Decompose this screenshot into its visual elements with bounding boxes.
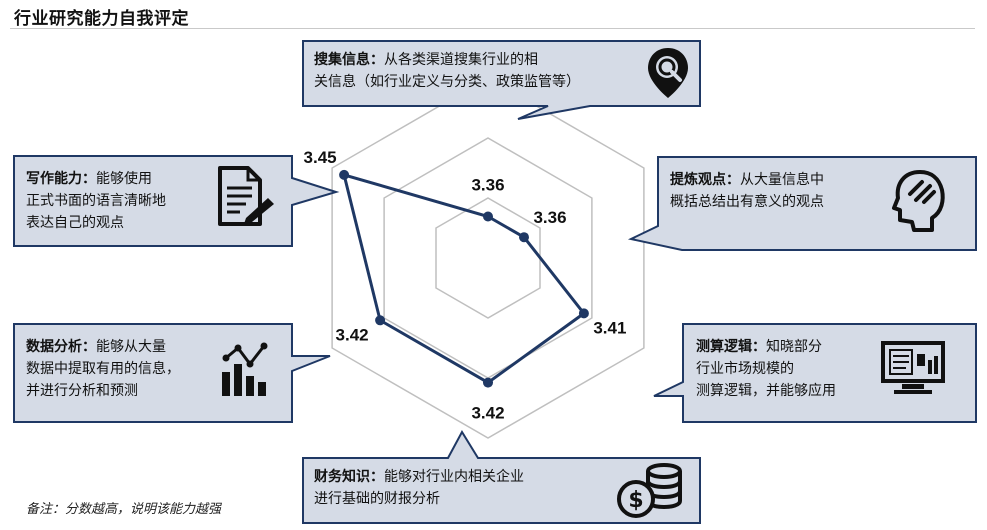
callout-data-shape	[13, 323, 331, 423]
callout-writing-head: 写作能力：	[26, 171, 96, 187]
svg-text:$: $	[628, 488, 643, 513]
bar-chart-trend-icon	[222, 342, 268, 396]
callout-finance-head: 财务知识：	[314, 469, 384, 485]
radar-point-1	[483, 211, 493, 222]
callout-data: 数据分析：能够从大量 数据中提取有用的信息， 并进行分析和预测	[26, 336, 180, 402]
callout-extract-line1: 从大量信息中	[740, 172, 824, 188]
radar-value-labels: 3.36 3.36 3.41 3.42 3.42 3.45	[304, 148, 627, 423]
callout-finance-line1: 能够对行业内相关企业	[384, 469, 524, 485]
callout-data-line2: 数据中提取有用的信息，	[26, 361, 180, 377]
callout-extract-shape	[627, 156, 977, 251]
callout-data-head: 数据分析：	[26, 339, 96, 355]
radar-value-label-2: 3.36	[533, 208, 566, 227]
callout-extract-line2: 概括总结出有意义的观点	[670, 194, 824, 210]
callout-finance-line2: 进行基础的财报分析	[314, 491, 440, 507]
radar-value-label-4: 3.42	[471, 404, 504, 423]
callout-data-line1: 能够从大量	[96, 339, 166, 355]
callout-collect-head: 搜集信息：	[314, 52, 384, 68]
callout-writing-line2: 正式书面的语言清晰地	[26, 193, 166, 209]
callout-estimate-line2: 行业市场规模的	[696, 361, 794, 377]
callout-finance-shape	[302, 429, 701, 524]
callout-collect-line1: 从各类渠道搜集行业的相	[384, 52, 538, 68]
callout-writing-line3: 表达自己的观点	[26, 215, 124, 231]
radar-point-5	[375, 315, 386, 326]
title-divider	[10, 28, 975, 29]
callout-collect-line2: 关信息（如行业定义与分类、政策监管等）	[314, 74, 580, 90]
head-thinking-icon	[892, 170, 945, 232]
radar-series	[339, 169, 589, 388]
callout-extract-head: 提炼观点：	[670, 172, 740, 188]
radar-point-2	[519, 232, 529, 243]
page-title: 行业研究能力自我评定	[14, 9, 189, 29]
coins-dollar-icon: $	[617, 463, 682, 518]
callout-collect: 搜集信息：从各类渠道搜集行业的相 关信息（如行业定义与分类、政策监管等）	[314, 49, 580, 93]
callout-estimate-line1: 知晓部分	[766, 339, 822, 355]
callout-estimate: 测算逻辑：知晓部分 行业市场规模的 测算逻辑，并能够应用	[696, 336, 836, 402]
radar-value-label-5: 3.42	[336, 325, 369, 344]
callout-data-line3: 并进行分析和预测	[26, 383, 138, 399]
radar-point-4	[483, 377, 493, 388]
radar-point-3	[578, 308, 589, 319]
dashboard-monitor-icon	[881, 341, 945, 394]
radar-grid-ring-1	[435, 197, 541, 319]
magnifier-icon	[648, 48, 688, 98]
radar-value-label-6: 3.45	[304, 148, 337, 167]
callout-finance: 财务知识：能够对行业内相关企业 进行基础的财报分析	[314, 466, 524, 510]
callout-writing-line1: 能够使用	[96, 171, 152, 187]
callout-extract: 提炼观点：从大量信息中 概括总结出有意义的观点	[670, 169, 824, 213]
radar-value-label-1: 3.36	[471, 176, 504, 195]
callout-estimate-shape	[653, 323, 977, 423]
callout-estimate-line3: 测算逻辑，并能够应用	[696, 383, 836, 399]
radar-value-label-3: 3.41	[593, 318, 626, 337]
radar-point-6	[339, 169, 350, 180]
footnote: 备注：分数越高，说明该能力越强	[26, 502, 222, 517]
callout-collect-shape	[302, 40, 701, 120]
callout-estimate-head: 测算逻辑：	[696, 339, 766, 355]
radar-grid-ring-3	[331, 77, 645, 439]
callout-writing: 写作能力：能够使用 正式书面的语言清晰地 表达自己的观点	[26, 168, 166, 234]
document-pen-icon	[218, 166, 274, 226]
